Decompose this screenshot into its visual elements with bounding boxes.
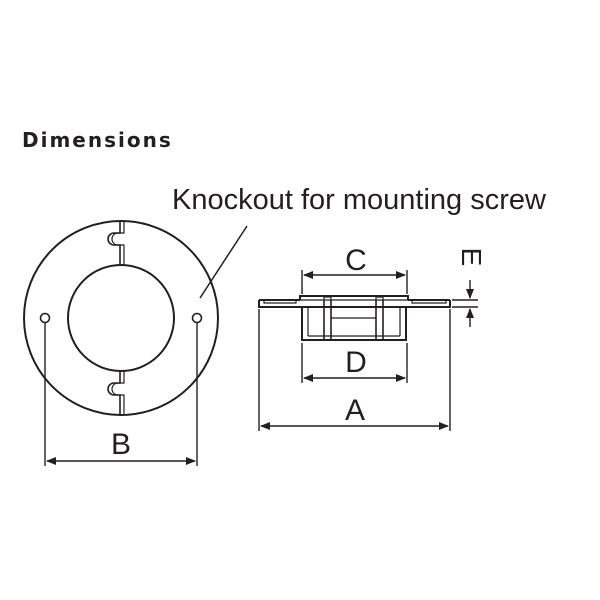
- center-opening: [67, 264, 175, 372]
- front-view: [23, 220, 219, 416]
- top-seam: [107, 221, 121, 265]
- outer-ring: [23, 220, 219, 416]
- dimension-a: [258, 309, 451, 431]
- dim-label-e: E: [456, 248, 487, 267]
- dim-label-d: D: [345, 346, 367, 379]
- bottom-seam: [107, 371, 121, 415]
- side-view: [258, 295, 451, 341]
- dim-label-c: C: [345, 244, 367, 277]
- page-title: Dimensions: [22, 128, 173, 152]
- knockout-callout-label: Knockout for mounting screw: [172, 184, 546, 216]
- knockout-leader-line: [199, 225, 248, 299]
- dim-label-a: A: [345, 394, 365, 427]
- knockout-hole-right: [191, 312, 203, 324]
- dimension-e: [452, 280, 478, 327]
- dimension-d: [301, 343, 408, 383]
- dimension-c: [301, 270, 408, 294]
- dimension-b: [44, 323, 198, 466]
- knockout-hole-left: [39, 312, 51, 324]
- dim-label-b: B: [111, 428, 131, 461]
